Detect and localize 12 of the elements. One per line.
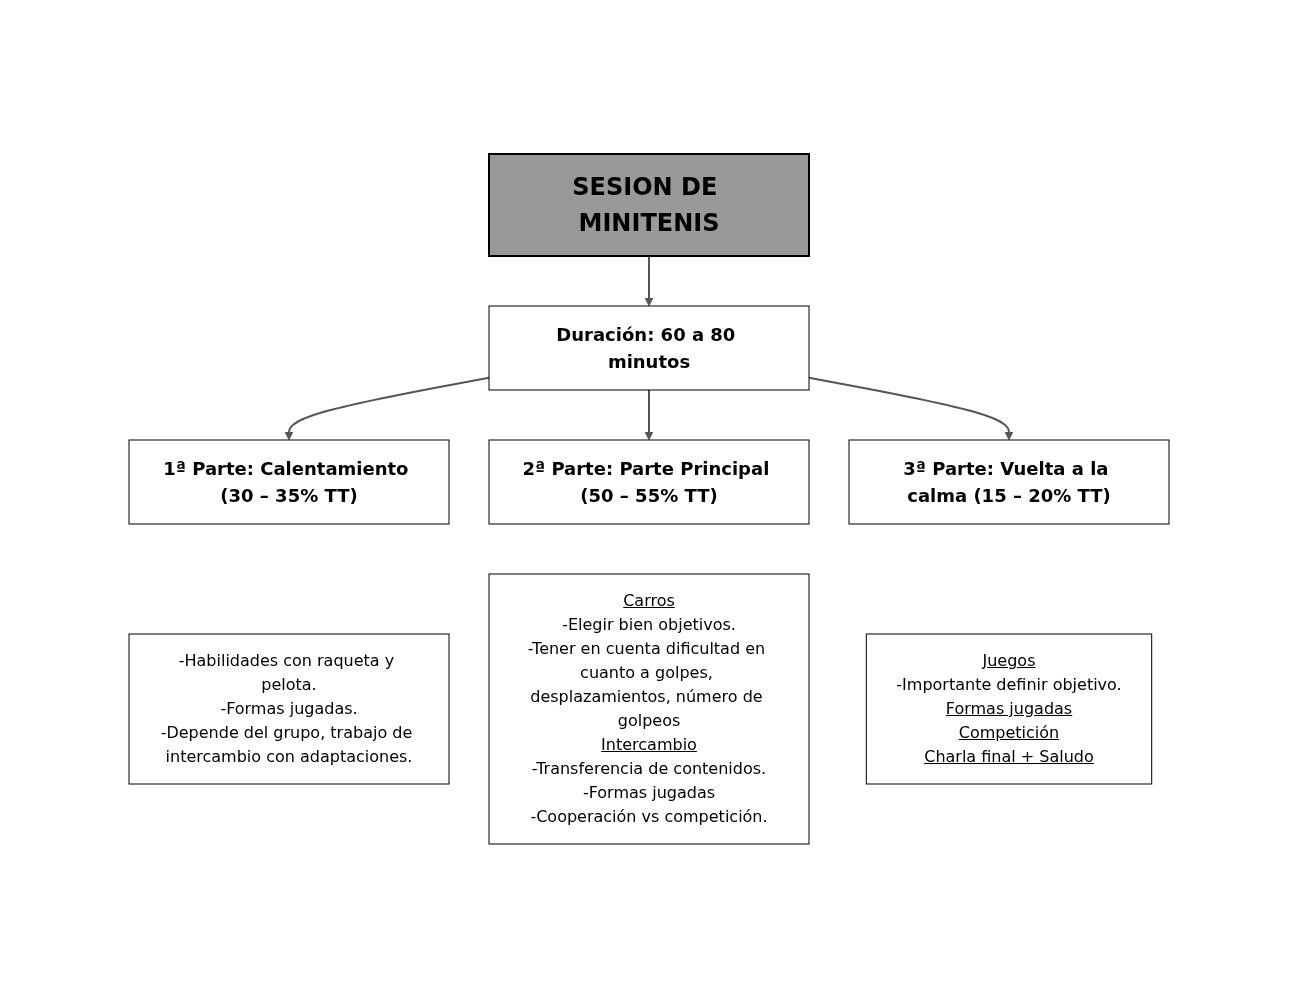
arrow [284, 376, 490, 441]
arrow [644, 255, 654, 307]
arrow [644, 389, 654, 441]
node-box: SESION DE MINITENIS [488, 153, 810, 257]
node-box: 3ª Parte: Vuelta a la calma (15 – 20% TT) [848, 439, 1170, 525]
arrow [808, 376, 1014, 441]
node-box: Juegos -Importante definir objetivo. Formas jugadas Competición Charla final + Saludo [865, 633, 1153, 785]
node-box: Carros -Elegir bien objetivos. -Tener en cuenta dificultad en cuanto a golpes, desplazamientos, número de golpeos Intercambio -Transferencia de contenidos. -Formas jugadas -Cooperación vs competición. [488, 573, 810, 845]
node-box: 2ª Parte: Parte Principal (50 – 55% TT) [488, 439, 810, 525]
node-box: 1ª Parte: Calentamiento (30 – 35% TT) [128, 439, 450, 525]
node-box: -Habilidades con raqueta y pelota. -Formas jugadas. -Depende del grupo, trabajo de intercambio con adaptaciones. [128, 633, 450, 785]
node-box: Duración: 60 a 80 minutos [488, 305, 810, 391]
